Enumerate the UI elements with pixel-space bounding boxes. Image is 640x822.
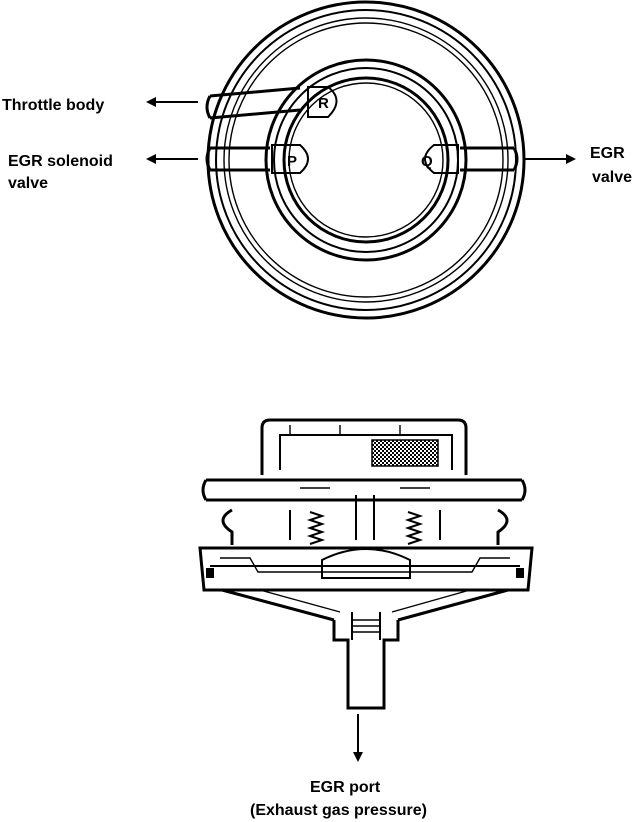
diaphragm-dome — [321, 548, 411, 579]
egr-port-label: EGR port — [310, 779, 381, 796]
spring-right — [404, 511, 424, 545]
top-view-modulator: R P Q — [205, 0, 526, 320]
lower-cone — [221, 588, 509, 622]
throttle-body-arrowhead — [146, 97, 156, 107]
outer-housing-rim — [206, 0, 526, 320]
housing-groove-inner — [228, 22, 504, 298]
port-r-label: R — [318, 95, 329, 112]
nipple-egr-solenoid — [205, 146, 270, 172]
body-flanges — [221, 508, 509, 545]
nipple-passage — [206, 478, 522, 502]
egr-solenoid-arrowhead — [146, 154, 156, 164]
filter-element-inner — [288, 82, 444, 238]
exhaust-pressure-label: (Exhaust gas pressure) — [250, 802, 427, 819]
filter-element — [282, 76, 450, 244]
egr-port-pipe — [332, 620, 400, 710]
egr-valve-label-line2: valve — [592, 169, 632, 186]
top-view-arrows — [146, 97, 576, 164]
egr-valve-arrowhead — [566, 154, 576, 164]
section-view-modulator — [198, 418, 534, 710]
throttle-body-label: Throttle body — [2, 97, 104, 114]
port-q-label: Q — [421, 153, 433, 170]
port-r-boss: R — [307, 86, 338, 118]
filter-mesh — [371, 439, 439, 467]
egr-solenoid-label-line1: EGR solenoid — [8, 153, 113, 170]
egr-valve-label-line1: EGR — [590, 145, 625, 162]
nipple-egr-valve — [460, 146, 519, 172]
upper-cover — [260, 418, 468, 475]
center-stem — [355, 495, 375, 540]
cover-plate — [264, 58, 468, 262]
egr-port-arrowhead — [353, 752, 363, 762]
spring-left — [306, 511, 326, 545]
port-q-boss: Q — [421, 144, 459, 174]
port-p-label: P — [287, 153, 297, 170]
diaphragm-case — [198, 546, 534, 592]
egr-solenoid-label-line2: valve — [8, 175, 48, 192]
nipple-throttle-body — [205, 86, 301, 120]
port-p-boss: P — [271, 144, 309, 174]
housing-groove — [223, 17, 509, 303]
filter-chamber — [279, 434, 453, 470]
outer-housing-inner-rim — [215, 9, 517, 311]
